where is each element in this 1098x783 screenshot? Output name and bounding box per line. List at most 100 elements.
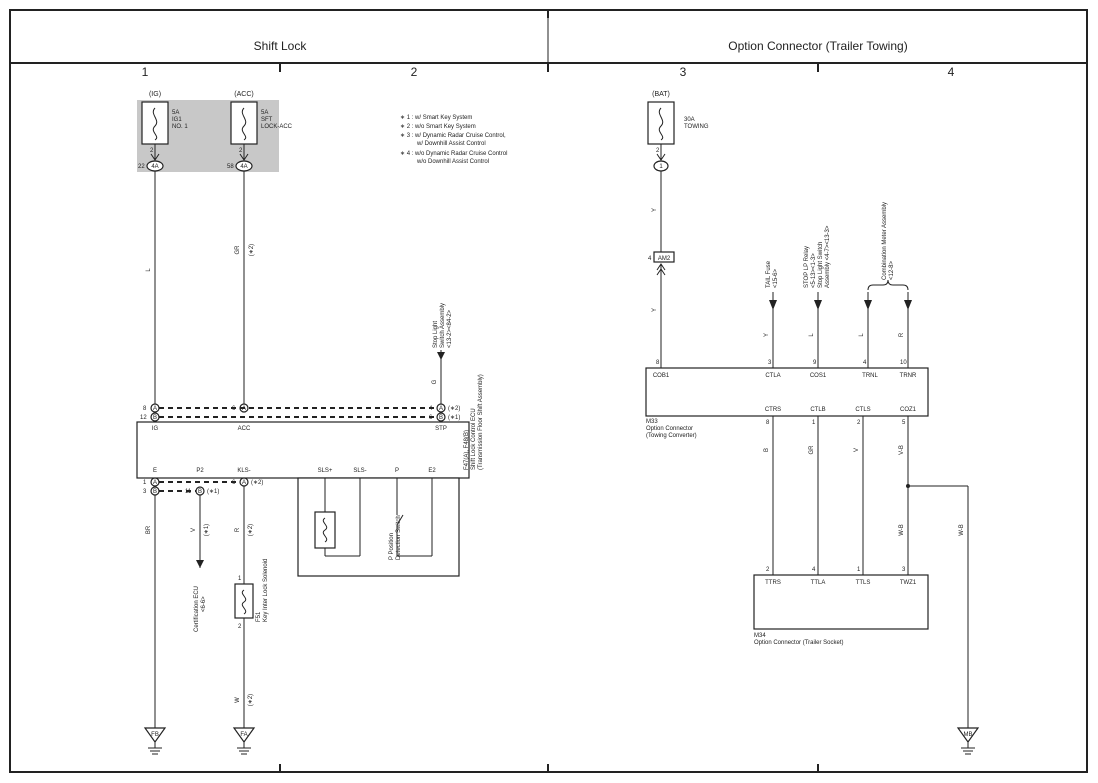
svg-text:(∗2): (∗2) — [448, 406, 460, 412]
svg-text:E2: E2 — [428, 468, 436, 474]
connector-am2 — [653, 251, 675, 263]
svg-text:R: R — [899, 332, 905, 337]
trailer-towing-title: Option Connector (Trailer Towing) — [728, 39, 907, 53]
svg-text:58: 58 — [227, 164, 234, 170]
svg-text:TTLS: TTLS — [856, 580, 871, 586]
svg-text:5A: 5A — [172, 110, 179, 116]
svg-text:TTRS: TTRS — [765, 580, 781, 586]
svg-text:B: B — [439, 415, 443, 421]
fuse-icon — [658, 107, 664, 141]
svg-text:w/ Downhill Assist Control: w/ Downhill Assist Control — [416, 141, 486, 147]
svg-text:Stop Light Switch: Stop Light Switch — [818, 242, 824, 288]
svg-text:COB1: COB1 — [653, 373, 670, 379]
svg-text:TRNR: TRNR — [900, 373, 917, 379]
coil-icon — [241, 589, 247, 615]
svg-text:B: B — [153, 415, 157, 421]
svg-text:SLS+: SLS+ — [318, 468, 333, 474]
svg-text:1: 1 — [238, 576, 242, 582]
svg-text:22: 22 — [138, 164, 145, 170]
svg-text:TTLA: TTLA — [811, 580, 826, 586]
svg-text:MB: MB — [964, 732, 973, 738]
combination-meter-ref: Combination Meter Assembly — [882, 202, 888, 280]
svg-text:W-B: W-B — [959, 524, 965, 536]
svg-text:NO. 1: NO. 1 — [172, 124, 188, 130]
shift-lock-ecu — [136, 421, 470, 479]
tail-fuse-ref: TAIL Fuse — [766, 260, 772, 288]
svg-text:R: R — [235, 527, 241, 532]
ground-fa-icon — [232, 727, 256, 755]
coil-icon — [322, 517, 328, 543]
svg-text:TOWING: TOWING — [684, 124, 709, 130]
svg-text:Shift Lock Control ECU: Shift Lock Control ECU — [471, 408, 477, 470]
svg-text:∗ 1 : w/ Smart Key System: ∗ 1 : w/ Smart Key System — [400, 115, 472, 121]
svg-text:P2: P2 — [196, 468, 204, 474]
svg-text:30A: 30A — [684, 117, 695, 123]
column-ticks — [279, 63, 819, 772]
svg-text:FA: FA — [240, 732, 247, 738]
svg-text:<15-6>: <15-6> — [773, 268, 779, 288]
svg-text:M33: M33 — [646, 419, 658, 425]
svg-text:5A: 5A — [261, 110, 268, 116]
svg-text:CTLA: CTLA — [765, 373, 780, 379]
towing-converter-m33 — [645, 367, 929, 417]
svg-text:B: B — [153, 489, 157, 495]
svg-text:(Transmission Floor Shift Asse: (Transmission Floor Shift Assembly) — [478, 374, 484, 470]
svg-text:(∗1): (∗1) — [207, 489, 219, 495]
svg-text:3: 3 — [902, 567, 906, 573]
svg-text:KLS-: KLS- — [237, 468, 250, 474]
svg-text:1: 1 — [659, 164, 663, 170]
key-interlock-solenoid — [234, 583, 254, 619]
svg-text:4A: 4A — [151, 164, 158, 170]
svg-text:2: 2 — [857, 420, 861, 426]
svg-text:V: V — [854, 448, 860, 452]
sft-lock-acc-fuse — [230, 101, 258, 145]
svg-text:A: A — [153, 406, 157, 412]
svg-text:L: L — [859, 333, 865, 337]
svg-text:(∗2): (∗2) — [251, 480, 263, 486]
svg-text:8: 8 — [656, 360, 660, 366]
svg-text:V: V — [191, 528, 197, 532]
fuse-icon — [152, 107, 158, 141]
shift-lock-title: Shift Lock — [254, 39, 308, 53]
stop-light-ref: Stop Light — [433, 321, 439, 348]
svg-text:V-B: V-B — [899, 445, 905, 455]
svg-text:TWZ1: TWZ1 — [900, 580, 917, 586]
svg-text:(Towing Converter): (Towing Converter) — [646, 433, 697, 439]
svg-text:(∗2): (∗2) — [249, 244, 255, 256]
column-1-label: 1 — [142, 65, 149, 79]
svg-text:∗ 3 : w/ Dynamic Radar Cruise: ∗ 3 : w/ Dynamic Radar Cruise Control, — [400, 133, 506, 139]
svg-text:8: 8 — [143, 406, 147, 412]
svg-text:(∗2): (∗2) — [248, 694, 254, 706]
svg-text:∗ 4 : w/o Dynamic Radar Cruise: ∗ 4 : w/o Dynamic Radar Cruise Control — [400, 151, 507, 157]
ground-mb-icon — [956, 727, 980, 755]
svg-text:4: 4 — [812, 567, 816, 573]
ground-fb-icon — [143, 727, 167, 755]
svg-text:3: 3 — [768, 360, 772, 366]
svg-text:E: E — [153, 468, 157, 474]
svg-text:(∗2): (∗2) — [248, 524, 254, 536]
svg-text:2: 2 — [150, 148, 154, 154]
brace-icon — [867, 279, 909, 291]
svg-text:4: 4 — [863, 360, 867, 366]
svg-text:G: G — [432, 379, 438, 384]
p-position-switch — [396, 514, 404, 526]
svg-text:SLS-: SLS- — [353, 468, 366, 474]
svg-text:<12-8>: <12-8> — [889, 260, 895, 280]
svg-text:Key Inter Lock Solenoid: Key Inter Lock Solenoid — [263, 559, 269, 622]
svg-text:2: 2 — [766, 567, 770, 573]
svg-text:W: W — [235, 697, 241, 703]
svg-text:12: 12 — [140, 415, 147, 421]
bat-source-label: (BAT) — [652, 91, 670, 98]
ig-source-label: (IG) — [149, 91, 161, 98]
svg-text:TRNL: TRNL — [862, 373, 878, 379]
notes-legend: ∗ 1 : w/ Smart Key System ∗ 2 : w/o Smar… — [400, 115, 507, 165]
svg-text:F51: F51 — [256, 611, 262, 622]
svg-text:1: 1 — [857, 567, 861, 573]
svg-text:L: L — [146, 268, 152, 272]
svg-text:4: 4 — [648, 256, 652, 262]
svg-text:w/o Downhill Assist Control: w/o Downhill Assist Control — [416, 159, 489, 165]
svg-text:IG: IG — [152, 426, 159, 432]
svg-text:CTRS: CTRS — [765, 407, 781, 413]
towing-fuse — [647, 101, 675, 145]
